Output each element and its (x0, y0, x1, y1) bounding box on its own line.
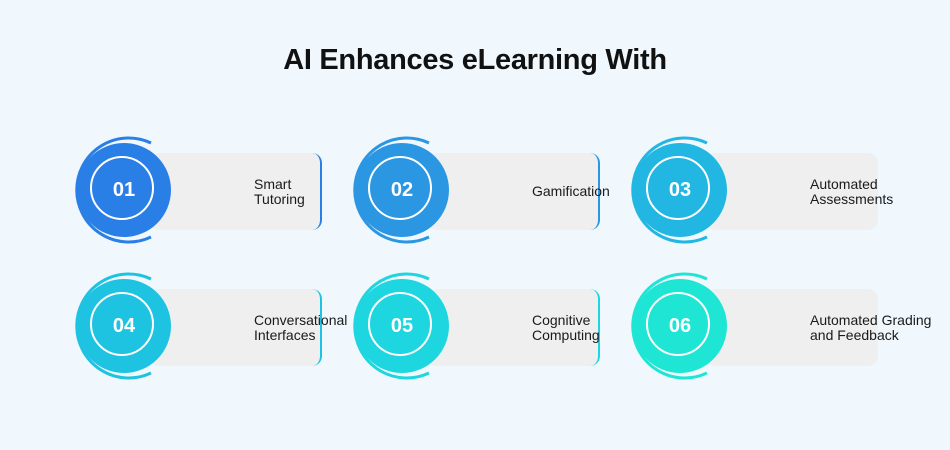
number-badge: 05 (355, 279, 449, 373)
feature-number: 05 (390, 314, 414, 337)
inner-ring-icon (90, 156, 154, 220)
number-badge: 02 (355, 143, 449, 237)
number-badge: 01 (77, 143, 171, 237)
ring-arc-icon (631, 136, 708, 244)
feature-item-02: Gamification 02 (347, 135, 610, 245)
ring-arc-icon (75, 272, 152, 380)
inner-ring-icon (646, 156, 710, 220)
feature-number: 04 (112, 314, 136, 337)
feature-number: 01 (112, 178, 136, 201)
ring-arc-icon (631, 272, 708, 380)
feature-number: 06 (668, 314, 692, 337)
ring-arc-icon (75, 136, 152, 244)
feature-card: Gamification (427, 153, 610, 230)
inner-ring-icon (90, 292, 154, 356)
inner-ring-icon (368, 292, 432, 356)
inner-ring-icon (646, 292, 710, 356)
ring-arc-icon (353, 136, 430, 244)
page-title: AI Enhances eLearning With (283, 44, 667, 76)
feature-label: Gamification (532, 183, 610, 199)
number-badge: 06 (633, 279, 727, 373)
inner-ring-icon (368, 156, 432, 220)
feature-number: 02 (390, 178, 414, 201)
number-badge: 03 (633, 143, 727, 237)
feature-number: 03 (668, 178, 692, 201)
ring-arc-icon (353, 272, 430, 380)
number-badge: 04 (77, 279, 171, 373)
